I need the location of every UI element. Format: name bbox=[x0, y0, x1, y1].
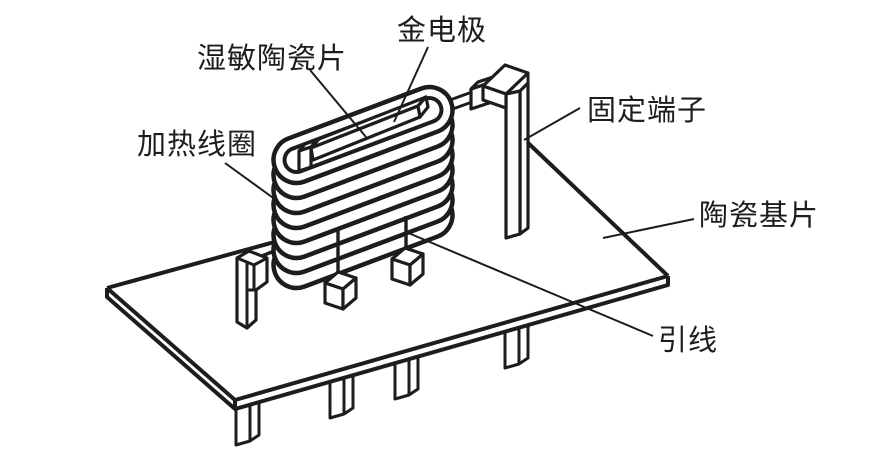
label-heating-coil: 加热线圈 bbox=[137, 129, 258, 161]
label-fixed-terminal: 固定端子 bbox=[587, 95, 708, 127]
cube-side bbox=[341, 276, 358, 311]
leader-lead-wire bbox=[405, 231, 654, 337]
leader-fixed-terminal bbox=[523, 107, 581, 141]
pin bbox=[503, 323, 530, 370]
pin bbox=[328, 373, 355, 420]
leader-ceramic-substrate bbox=[602, 218, 695, 239]
pin bbox=[234, 400, 261, 447]
electrode-left-step-front bbox=[297, 145, 313, 173]
lead-wires bbox=[323, 216, 425, 311]
label-lead-wire: 引线 bbox=[658, 325, 719, 357]
leader-gold-electrode bbox=[393, 46, 429, 123]
plate-back-left-edge bbox=[106, 233, 301, 290]
lead-wire-cube bbox=[390, 246, 425, 287]
cube-side bbox=[408, 252, 425, 287]
label-humidity-sensitive-ceramic-sheet: 湿敏陶瓷片 bbox=[197, 43, 348, 75]
terminal-post-front bbox=[504, 89, 522, 240]
terminal-arm-front bbox=[481, 84, 508, 110]
leader-heating-coil bbox=[224, 162, 277, 201]
label-ceramic-substrate: 陶瓷基片 bbox=[699, 200, 820, 232]
heating-coil bbox=[271, 84, 455, 291]
cube-front bbox=[390, 257, 412, 287]
electrode-right-end bbox=[416, 95, 430, 119]
substrate-pins bbox=[234, 323, 530, 447]
plate-back-right-edge bbox=[524, 139, 670, 278]
leader-lines bbox=[224, 46, 695, 337]
leader-ceramic-sheet bbox=[309, 69, 367, 138]
pin bbox=[393, 354, 420, 401]
left-post-detail-lines bbox=[236, 256, 268, 328]
cube-front bbox=[323, 281, 345, 311]
lead-wire-cube bbox=[323, 270, 358, 311]
label-gold-electrode: 金电极 bbox=[397, 15, 488, 47]
ceramic-sheet-with-gold-electrode bbox=[297, 95, 430, 173]
fixed-terminal-post bbox=[448, 63, 530, 240]
